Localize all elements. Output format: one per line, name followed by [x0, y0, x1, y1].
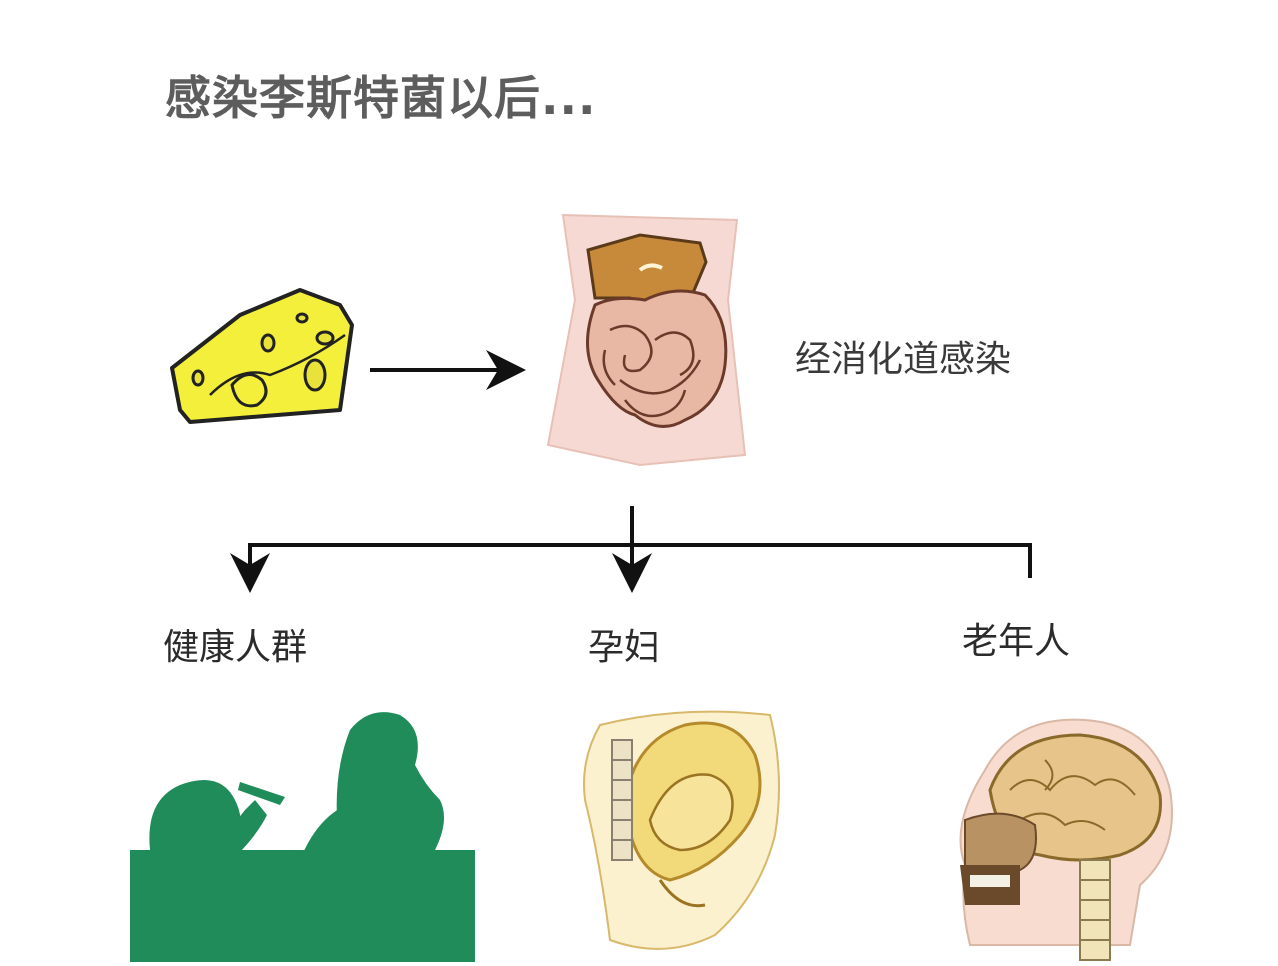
pregnancy-anatomy-icon — [583, 710, 780, 950]
branch-connector — [230, 506, 1032, 593]
page-title: 感染李斯特菌以后... — [165, 71, 597, 125]
group-label-elderly: 老年人 — [962, 621, 1071, 662]
group-label-healthy: 健康人群 — [163, 627, 308, 668]
cheese-icon — [170, 288, 354, 424]
digestive-tract-icon — [546, 213, 747, 467]
route-label: 经消化道感染 — [795, 339, 1012, 380]
healthy-people-silhouette-icon — [130, 712, 475, 962]
brain-head-anatomy-icon — [959, 718, 1173, 961]
group-label-pregnant: 孕妇 — [588, 627, 661, 668]
